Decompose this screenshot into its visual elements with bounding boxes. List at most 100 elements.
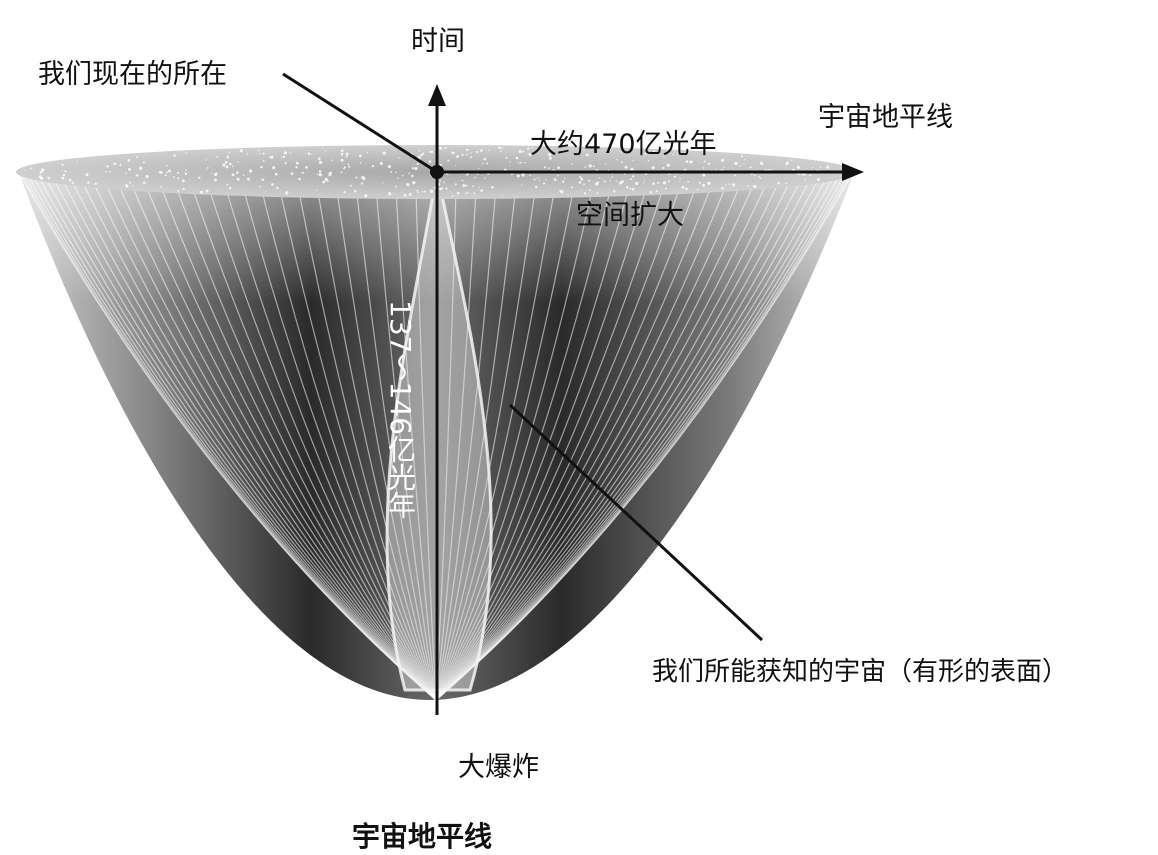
disk-speckle bbox=[677, 151, 681, 155]
disk-speckle bbox=[398, 157, 400, 159]
disk-speckle bbox=[608, 148, 612, 151]
disk-speckle bbox=[236, 171, 239, 174]
disk-speckle bbox=[417, 155, 421, 160]
disk-speckle bbox=[142, 161, 145, 164]
disk-speckle bbox=[416, 162, 419, 166]
disk-speckle bbox=[280, 156, 283, 158]
disk-speckle bbox=[119, 164, 122, 167]
disk-speckle bbox=[414, 167, 418, 171]
disk-speckle bbox=[439, 146, 442, 150]
disk-speckle bbox=[461, 153, 464, 156]
disk-speckle bbox=[324, 177, 328, 182]
disk-speckle bbox=[228, 186, 232, 190]
disk-speckle bbox=[205, 168, 208, 171]
disk-speckle bbox=[257, 149, 260, 152]
disk-speckle bbox=[579, 175, 582, 179]
disk-speckle bbox=[207, 167, 209, 169]
disk-speckle bbox=[160, 186, 163, 188]
disk-speckle bbox=[759, 161, 764, 165]
disk-speckle bbox=[168, 169, 172, 173]
disk-speckle bbox=[440, 163, 442, 166]
disk-speckle bbox=[403, 194, 407, 197]
disk-speckle bbox=[276, 186, 279, 190]
disk-speckle bbox=[347, 163, 350, 166]
disk-speckle bbox=[585, 153, 589, 157]
disk-speckle bbox=[182, 187, 185, 191]
disk-speckle bbox=[535, 185, 538, 189]
disk-speckle bbox=[318, 173, 322, 177]
disk-speckle bbox=[629, 187, 632, 190]
disk-speckle bbox=[311, 153, 313, 155]
distance-label: 大约470亿光年 bbox=[530, 129, 717, 160]
disk-speckle bbox=[520, 184, 523, 186]
disk-speckle bbox=[419, 153, 423, 157]
disk-speckle bbox=[322, 180, 326, 184]
time-axis-label: 时间 bbox=[411, 26, 465, 57]
disk-speckle bbox=[804, 178, 806, 181]
disk-speckle bbox=[236, 177, 240, 181]
big-bang-label: 大爆炸 bbox=[458, 752, 539, 783]
disk-speckle bbox=[578, 181, 582, 184]
disk-speckle bbox=[262, 159, 265, 162]
disk-speckle bbox=[166, 164, 168, 167]
disk-speckle bbox=[417, 191, 419, 194]
disk-speckle bbox=[518, 149, 522, 154]
disk-speckle bbox=[85, 173, 89, 177]
disk-speckle bbox=[271, 183, 274, 186]
disk-speckle bbox=[720, 158, 725, 162]
disk-speckle bbox=[759, 177, 762, 179]
disk-speckle bbox=[522, 150, 525, 153]
disk-speckle bbox=[68, 178, 72, 182]
disk-speckle bbox=[472, 185, 475, 188]
disk-speckle bbox=[687, 180, 689, 183]
disk-speckle bbox=[543, 166, 546, 169]
disk-speckle bbox=[651, 166, 655, 170]
disk-speckle bbox=[501, 147, 503, 150]
disk-speckle bbox=[456, 155, 459, 158]
disk-speckle bbox=[538, 179, 541, 182]
disk-speckle bbox=[649, 190, 653, 194]
disk-speckle bbox=[702, 173, 706, 177]
disk-speckle bbox=[531, 147, 534, 149]
disk-speckle bbox=[588, 164, 592, 168]
disk-speckle bbox=[587, 179, 591, 182]
disk-speckle bbox=[200, 190, 203, 194]
disk-speckle bbox=[30, 167, 33, 170]
disk-speckle bbox=[470, 156, 473, 159]
disk-speckle bbox=[39, 170, 43, 174]
disk-speckle bbox=[345, 152, 349, 156]
disk-speckle bbox=[64, 170, 67, 173]
disk-speckle bbox=[23, 169, 25, 172]
disk-speckle bbox=[406, 183, 410, 187]
disk-speckle bbox=[626, 186, 629, 189]
disk-speckle bbox=[261, 178, 265, 182]
disk-speckle bbox=[621, 180, 624, 183]
disk-speckle bbox=[613, 190, 616, 193]
disk-speckle bbox=[475, 151, 478, 153]
disk-speckle bbox=[812, 167, 814, 169]
disk-speckle bbox=[408, 172, 410, 175]
disk-speckle bbox=[166, 171, 169, 174]
disk-speckle bbox=[643, 179, 646, 181]
disk-speckle bbox=[298, 177, 301, 181]
disk-speckle bbox=[226, 183, 229, 186]
disk-speckle bbox=[734, 174, 736, 177]
disk-speckle bbox=[225, 165, 229, 169]
disk-speckle bbox=[198, 176, 201, 179]
disk-speckle bbox=[584, 166, 587, 168]
disk-speckle bbox=[744, 158, 746, 161]
disk-speckle bbox=[379, 161, 383, 166]
observable-universe-label: 我们所能获知的宇宙（有形的表面） bbox=[652, 657, 1069, 687]
disk-speckle bbox=[592, 165, 595, 168]
disk-speckle bbox=[127, 158, 131, 162]
disk-speckle bbox=[205, 159, 207, 161]
disk-speckle bbox=[465, 192, 467, 195]
disk-speckle bbox=[428, 160, 432, 163]
disk-speckle bbox=[657, 181, 660, 184]
disk-speckle bbox=[527, 147, 530, 150]
disk-speckle bbox=[516, 174, 520, 178]
disk-speckle bbox=[305, 166, 308, 169]
disk-speckle bbox=[113, 162, 117, 166]
disk-speckle bbox=[533, 178, 536, 181]
disk-speckle bbox=[802, 172, 806, 176]
